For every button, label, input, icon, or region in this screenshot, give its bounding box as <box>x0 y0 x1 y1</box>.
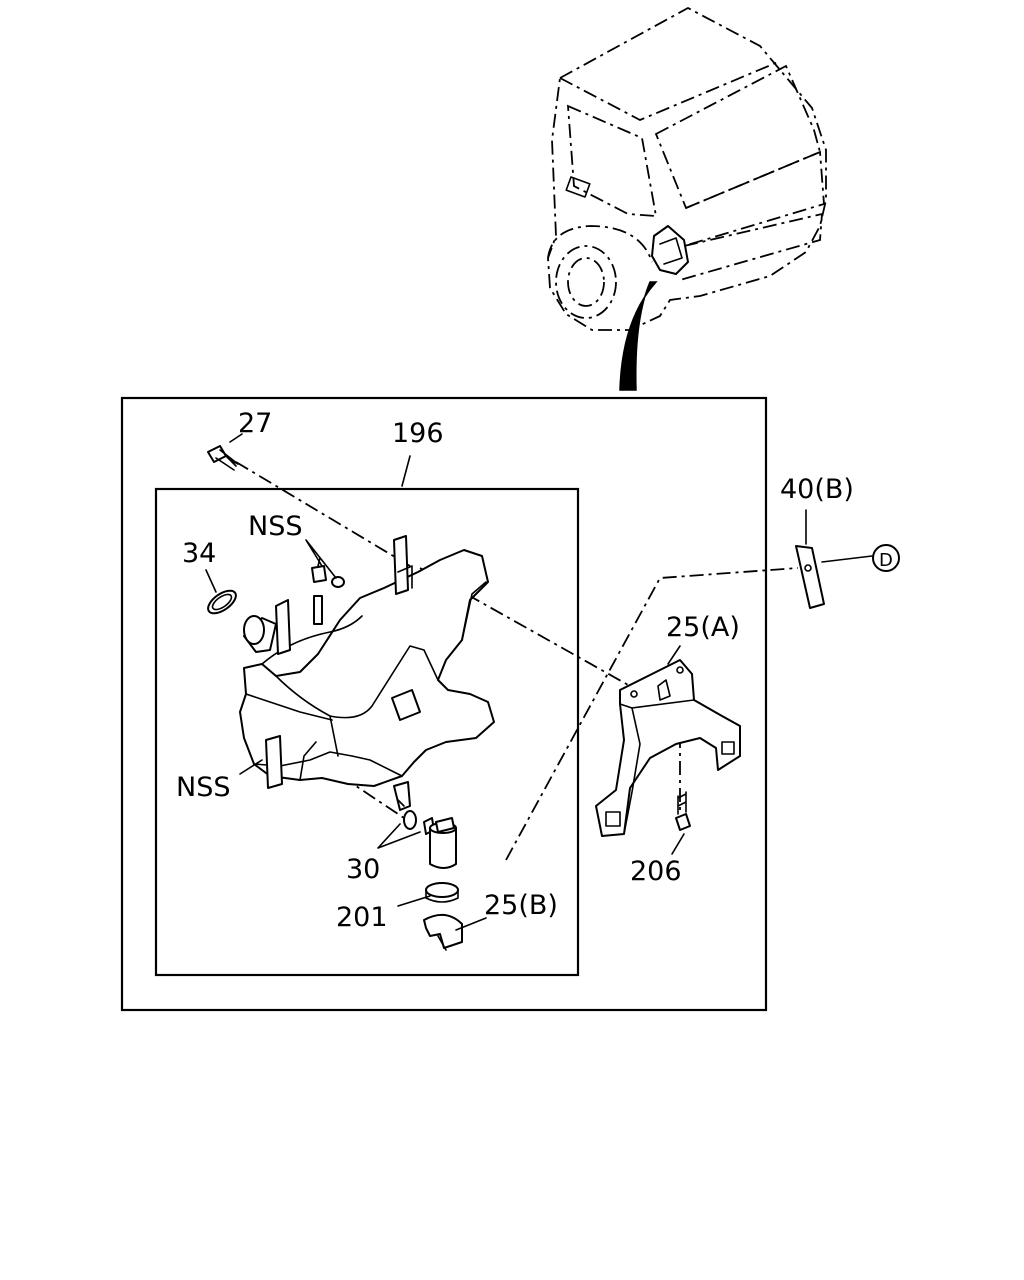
clip-25b-part <box>423 913 463 951</box>
bolt-206-part <box>675 791 691 831</box>
washer-tank-part <box>239 535 495 811</box>
nss-valve-part <box>311 557 345 588</box>
washer-pump-30-part <box>403 810 457 869</box>
bracket-25a-part <box>595 659 741 837</box>
reference-circle-d <box>872 544 900 572</box>
callout-30: 30 <box>346 854 380 885</box>
callout-201: 201 <box>336 902 388 933</box>
callout-nss-top: NSS <box>248 511 302 542</box>
callout-40b: 40(B) <box>780 474 854 505</box>
callout-d: D <box>879 550 893 571</box>
ring-201-part <box>425 882 459 903</box>
callout-34: 34 <box>182 538 216 569</box>
truck-cab-illustration <box>547 6 827 391</box>
callout-27: 27 <box>238 408 272 439</box>
callout-25b: 25(B) <box>484 890 558 921</box>
callout-25a: 25(A) <box>666 612 740 643</box>
callout-196: 196 <box>392 418 444 449</box>
inner-assembly-frame <box>154 487 580 977</box>
callout-206: 206 <box>630 856 682 887</box>
bolt-27-part <box>207 445 239 471</box>
pad-40b-part <box>795 545 825 609</box>
callout-leader-lines <box>205 433 873 931</box>
outer-detail-frame <box>120 396 768 1012</box>
gasket-34-part <box>207 589 237 615</box>
callout-nss-left: NSS <box>176 772 230 803</box>
